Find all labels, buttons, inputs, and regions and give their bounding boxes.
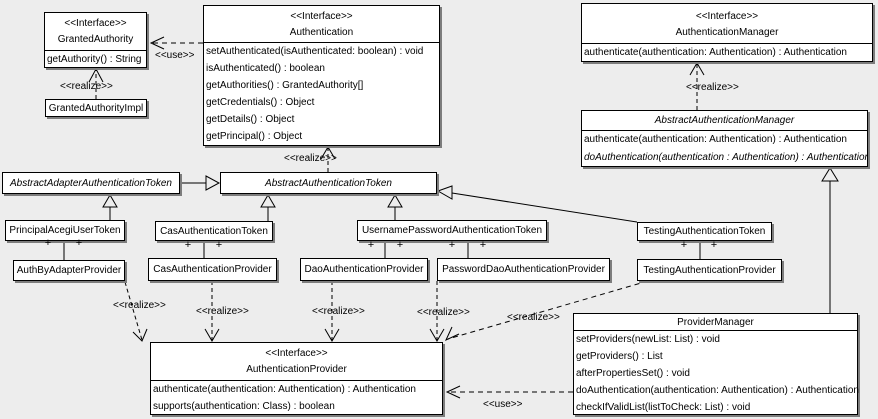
class-authentication-provider[interactable]: <<Interface>> AuthenticationProvider aut… (150, 342, 443, 415)
class-name: TestingAuthenticationToken (643, 226, 766, 237)
realize-label: <<realize>> (284, 153, 337, 164)
class-cas-authentication-token[interactable]: CasAuthenticationToken (155, 221, 273, 241)
class-name: GrantedAuthority (57, 34, 134, 45)
assoc-plus: + (367, 239, 375, 251)
edge-realize-casprovider (204, 281, 220, 342)
class-authentication-manager[interactable]: <<Interface>> AuthenticationManager auth… (581, 3, 873, 62)
class-name: AuthenticationProvider (246, 364, 347, 375)
class-abstract-adapter-authentication-token[interactable]: AbstractAdapterAuthenticationToken (2, 172, 180, 194)
stereotype-label: <<Interface>> (290, 11, 353, 22)
realize-label: <<realize>> (507, 312, 560, 323)
class-name: CasAuthenticationToken (160, 225, 268, 237)
method-label: authenticate(authentication: Authenticat… (153, 384, 416, 395)
class-name: GrantedAuthorityImpl (48, 102, 144, 114)
class-abstract-authentication-manager[interactable]: AbstractAuthenticationManager authentica… (581, 110, 868, 167)
class-name: UsernamePasswordAuthenticationToken (361, 225, 543, 236)
class-cas-authentication-provider[interactable]: CasAuthenticationProvider (148, 258, 277, 281)
assoc-plus: + (396, 239, 404, 251)
class-auth-by-adapter-provider[interactable]: AuthByAdapterProvider (13, 260, 125, 281)
method-label: supports(authentication: Class) : boolea… (153, 401, 335, 412)
class-authentication[interactable]: <<Interface>> Authentication setAuthenti… (203, 5, 440, 146)
realize-label: <<realize>> (312, 306, 365, 317)
edge-gen-usernamepasswordtoken (387, 194, 403, 220)
method-label: authenticate(authentication: Authenticat… (584, 47, 847, 58)
assoc-plus: + (680, 239, 688, 251)
class-principal-acegi-user-token[interactable]: PrincipalAcegiUserToken (5, 220, 125, 241)
stereotype-label: <<Interface>> (265, 348, 328, 359)
edge-gen-principalacegi (102, 194, 118, 220)
use-label: <<use>> (155, 50, 195, 61)
edge-realize-grantedauthorityimpl (88, 67, 104, 99)
edge-gen-castoken (260, 194, 276, 221)
edge-gen-providermanager (821, 167, 839, 313)
method-label: getPrincipal() : Object (206, 131, 303, 142)
method-label: getDetails() : Object (206, 114, 295, 125)
edge-assoc-token-provider (63, 241, 701, 260)
assoc-plus: + (448, 239, 456, 251)
class-name: PasswordDaoAuthenticationProvider (442, 264, 605, 275)
method-label: isAuthenticated() : boolean (206, 63, 325, 74)
method-label: checkIfValidList(listToCheck: List) : vo… (576, 402, 751, 413)
class-name: CasAuthenticationProvider (153, 264, 272, 275)
class-dao-authentication-provider[interactable]: DaoAuthenticationProvider (300, 258, 428, 281)
edge-gen-abstractadapter-abstracttoken (180, 175, 221, 191)
class-granted-authority[interactable]: <<Interface>> GrantedAuthority getAuthor… (44, 12, 147, 68)
class-name: AbstractAdapterAuthenticationToken (10, 177, 172, 189)
method-label: afterPropertiesSet() : void (576, 368, 690, 379)
class-name: ProviderManager (677, 317, 754, 328)
edge-realize-passworddaoprovider (429, 281, 445, 342)
method-label: setAuthenticated(isAuthenticated: boolea… (206, 46, 424, 57)
method-label: getAuthorities() : GrantedAuthority[] (206, 80, 364, 91)
class-provider-manager[interactable]: ProviderManager setProviders(newList: Li… (573, 313, 859, 415)
edge-realize-testingprovider (444, 280, 649, 342)
use-label: <<use>> (483, 399, 523, 410)
method-label: doAuthentication(authentication : Authen… (584, 152, 867, 163)
realize-label: <<realize>> (417, 307, 470, 318)
edge-realize-daoprovider (324, 281, 340, 342)
class-name: TestingAuthenticationProvider (643, 264, 776, 276)
class-name: AuthenticationManager (675, 27, 779, 38)
class-name: AbstractAuthenticationManager (654, 115, 795, 126)
class-username-password-authentication-token[interactable]: UsernamePasswordAuthenticationToken (357, 220, 547, 241)
method-label: getCredentials() : Object (206, 97, 315, 108)
class-name: PrincipalAcegiUserToken (9, 225, 121, 236)
stereotype-label: <<Interface>> (695, 11, 759, 22)
edge-gen-testingtoken (436, 185, 638, 223)
method-label: getProviders() : List (576, 351, 663, 362)
edge-realize-authbyadapterprovider (124, 281, 148, 342)
class-granted-authority-impl[interactable]: GrantedAuthorityImpl (45, 99, 147, 117)
class-name: AuthByAdapterProvider (16, 265, 122, 276)
stereotype-label: <<Interface>> (64, 18, 127, 29)
edge-realize-abstractauthenticationtoken (320, 146, 336, 172)
edge-use-providermanager (445, 385, 573, 399)
assoc-plus: + (479, 239, 487, 251)
class-name: DaoAuthenticationProvider (304, 264, 424, 275)
assoc-plus: + (710, 239, 718, 251)
realize-label: <<realize>> (113, 300, 166, 311)
realize-label: <<realize>> (60, 81, 113, 92)
realize-label: <<realize>> (686, 82, 739, 93)
class-password-dao-authentication-provider[interactable]: PasswordDaoAuthenticationProvider (437, 258, 610, 281)
class-name: Authentication (289, 27, 354, 38)
class-testing-authentication-provider[interactable]: TestingAuthenticationProvider (637, 259, 782, 281)
class-name: AbstractAuthenticationToken (265, 177, 392, 189)
class-abstract-authentication-token[interactable]: AbstractAuthenticationToken (220, 172, 437, 194)
method-label: getAuthority() : String (47, 54, 142, 65)
assoc-plus: + (184, 239, 192, 251)
class-testing-authentication-token[interactable]: TestingAuthenticationToken (637, 222, 772, 241)
method-label: doAuthentication(authentication: Authent… (576, 385, 859, 396)
realize-label: <<realize>> (196, 306, 249, 317)
edge-realize-abstractauthenticationmanager (689, 62, 705, 110)
edge-use-authentication-grantedauthority (149, 36, 203, 50)
method-label: setProviders(newList: List) : void (576, 334, 720, 345)
method-label: authenticate(authentication: Authenticat… (584, 134, 847, 145)
assoc-plus: + (75, 237, 83, 249)
assoc-plus: + (44, 237, 52, 249)
assoc-plus: + (215, 239, 223, 251)
